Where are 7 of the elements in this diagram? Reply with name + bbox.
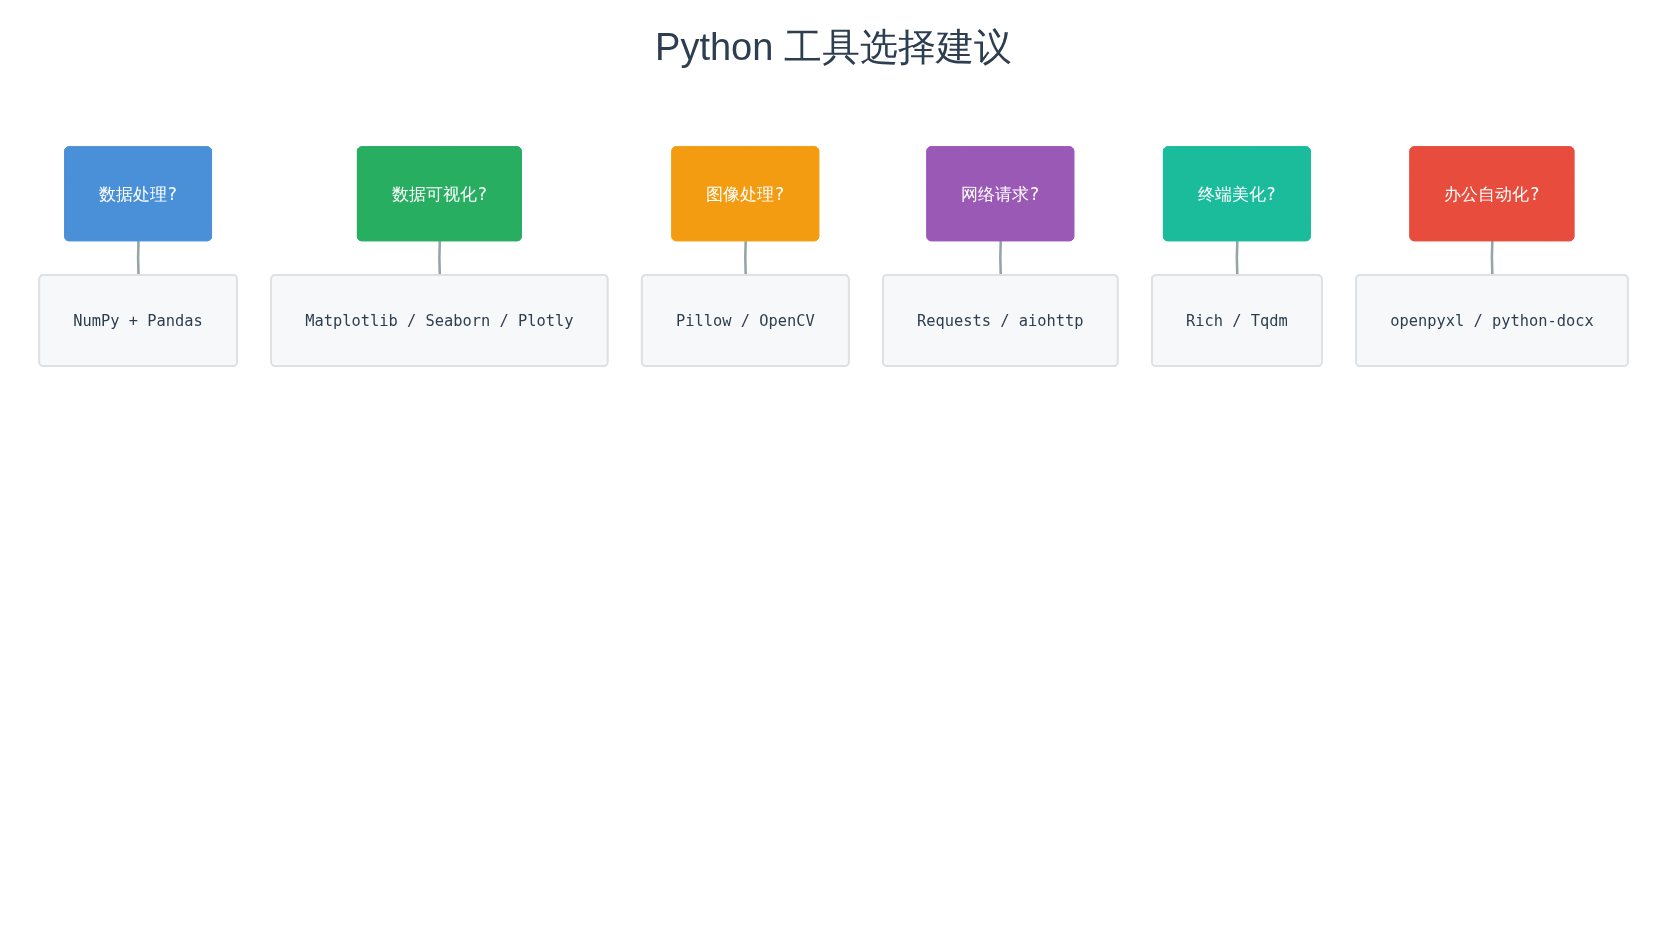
connector — [744, 241, 747, 276]
connector — [438, 241, 442, 276]
connector — [1235, 241, 1239, 276]
connector — [136, 241, 140, 276]
connector — [1490, 241, 1494, 276]
connector — [999, 241, 1003, 276]
diagram-title: Python 工具选择建议 — [655, 25, 1012, 70]
